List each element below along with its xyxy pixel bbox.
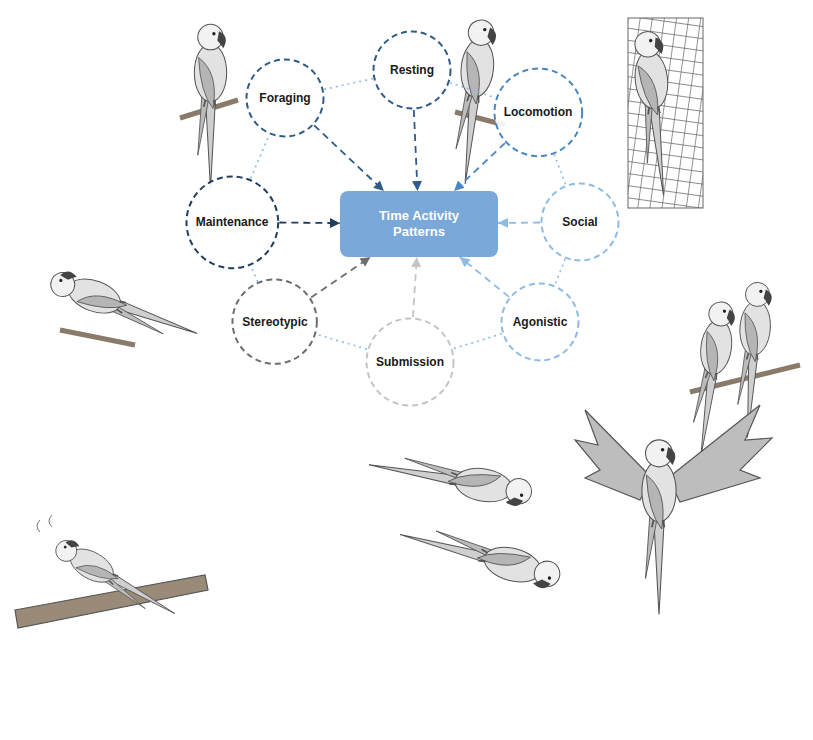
central-label: Time Activity Patterns xyxy=(352,208,486,241)
dashed-arrow xyxy=(413,257,417,317)
ring-link xyxy=(554,154,566,184)
parrot xyxy=(396,519,564,593)
ring-link xyxy=(453,334,502,349)
maintenance-parrot xyxy=(46,266,202,348)
locomotion-parrot xyxy=(628,18,703,208)
behaviour-circle: Maintenance xyxy=(185,175,280,270)
circle-outline xyxy=(186,176,278,268)
central-box: Time Activity Patterns xyxy=(340,191,498,257)
dashed-arrow xyxy=(460,257,509,297)
motion-mark xyxy=(37,515,52,532)
parrot xyxy=(194,24,226,189)
ring-link xyxy=(555,259,565,285)
behaviour-label: Social xyxy=(562,215,597,229)
perch xyxy=(60,330,135,345)
circle-outline xyxy=(247,60,324,137)
dashed-arrow xyxy=(454,143,505,191)
agonistic-parrot xyxy=(575,405,772,615)
behaviour-circle: Stereotypic xyxy=(231,278,318,365)
behaviour-label: Agonistic xyxy=(513,315,568,329)
submission-parrots xyxy=(366,449,563,593)
parrot xyxy=(51,534,182,625)
ring-link xyxy=(251,265,258,281)
behaviour-label: Stereotypic xyxy=(242,315,307,329)
parrot xyxy=(630,30,679,197)
parrot-wing xyxy=(668,405,772,502)
parrot-wing xyxy=(575,410,652,500)
dashed-arrow xyxy=(311,257,370,297)
parrot xyxy=(46,266,202,348)
behaviour-label: Resting xyxy=(390,63,434,77)
circle-outline xyxy=(233,280,317,364)
ring-link xyxy=(317,334,367,349)
behaviour-circle: Locomotion xyxy=(493,67,584,158)
behaviour-label: Submission xyxy=(376,355,444,369)
circle-outline xyxy=(374,32,451,109)
circle-outline xyxy=(366,318,453,405)
circle-outline xyxy=(502,284,579,361)
stereotypic-parrot xyxy=(15,515,208,628)
ring-link xyxy=(450,83,495,98)
ring-link xyxy=(324,79,373,90)
behaviour-circle: Submission xyxy=(365,317,455,407)
ring-link xyxy=(251,135,270,179)
dashed-arrow xyxy=(279,222,340,224)
parrot xyxy=(642,440,676,615)
behaviour-label: Foraging xyxy=(259,91,310,105)
parrot xyxy=(449,18,498,185)
circle-outline xyxy=(542,184,619,261)
behaviour-circle: Foraging xyxy=(245,58,325,138)
behaviour-label: Maintenance xyxy=(196,215,269,229)
behaviour-circle: Agonistic xyxy=(500,282,580,362)
behaviour-circle: Social xyxy=(540,182,620,262)
dashed-arrow xyxy=(314,125,384,191)
wire-mesh xyxy=(628,18,703,208)
behaviour-circle: Resting xyxy=(372,30,452,110)
dashed-arrow xyxy=(414,110,418,191)
foraging-parrot xyxy=(180,24,238,189)
parrot xyxy=(366,449,534,509)
behaviour-label: Locomotion xyxy=(504,105,573,119)
circle-outline xyxy=(494,68,582,156)
dashed-arrow xyxy=(498,222,540,224)
